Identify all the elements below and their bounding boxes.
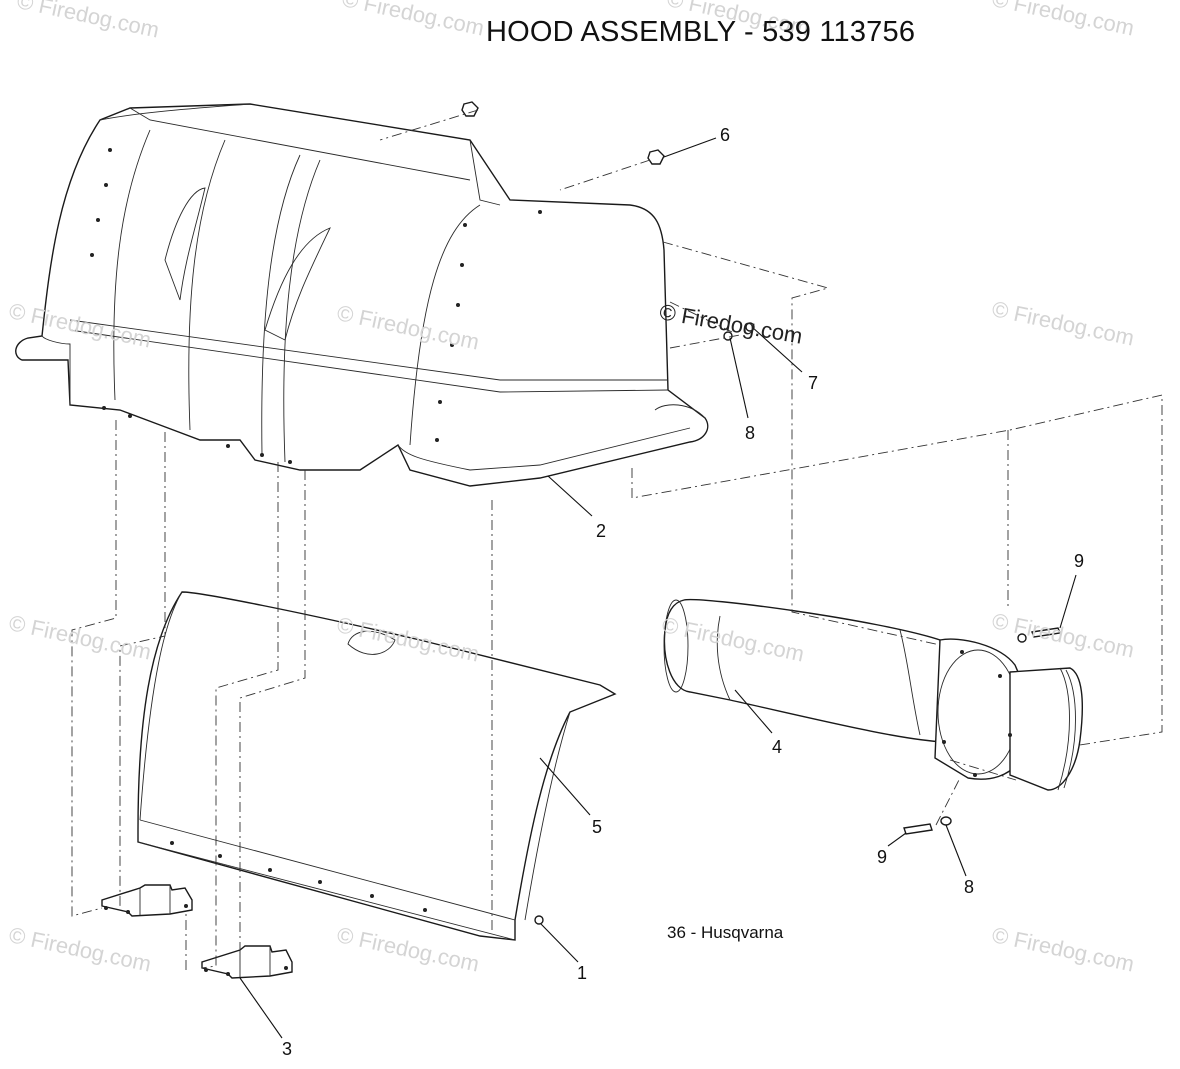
callout-5: 5 [592,817,603,837]
assembly-alignment-lines [71,109,1163,970]
callout-2: 2 [596,521,607,541]
nut-part-6 [461,101,665,165]
callout-4: 4 [772,737,783,757]
callout-9: 9 [877,847,888,867]
screw-part-9-lower [903,816,952,835]
screw-part-9-upper [1017,627,1061,643]
callout-8: 8 [745,423,756,443]
callout-7: 7 [808,373,819,393]
callout-8: 8 [964,877,975,897]
page-label: 36 - Husqvarna [667,923,784,942]
shield-part-5 [137,591,617,941]
bracket-part-3-upper [101,884,193,917]
callout-9: 9 [1074,551,1085,571]
bracket-part-3-lower [201,945,293,979]
callout-3: 3 [282,1039,293,1059]
hood-part-2 [15,103,709,487]
callout-1: 1 [577,963,588,983]
bolt-part-1 [534,915,544,925]
diagram-title: HOOD ASSEMBLY - 539 113756 [486,16,916,48]
callout-6: 6 [720,125,731,145]
callout-leader-lines [239,137,1077,1039]
chute-tube-part-4 [663,598,1083,791]
screw-part-7 [723,322,755,341]
